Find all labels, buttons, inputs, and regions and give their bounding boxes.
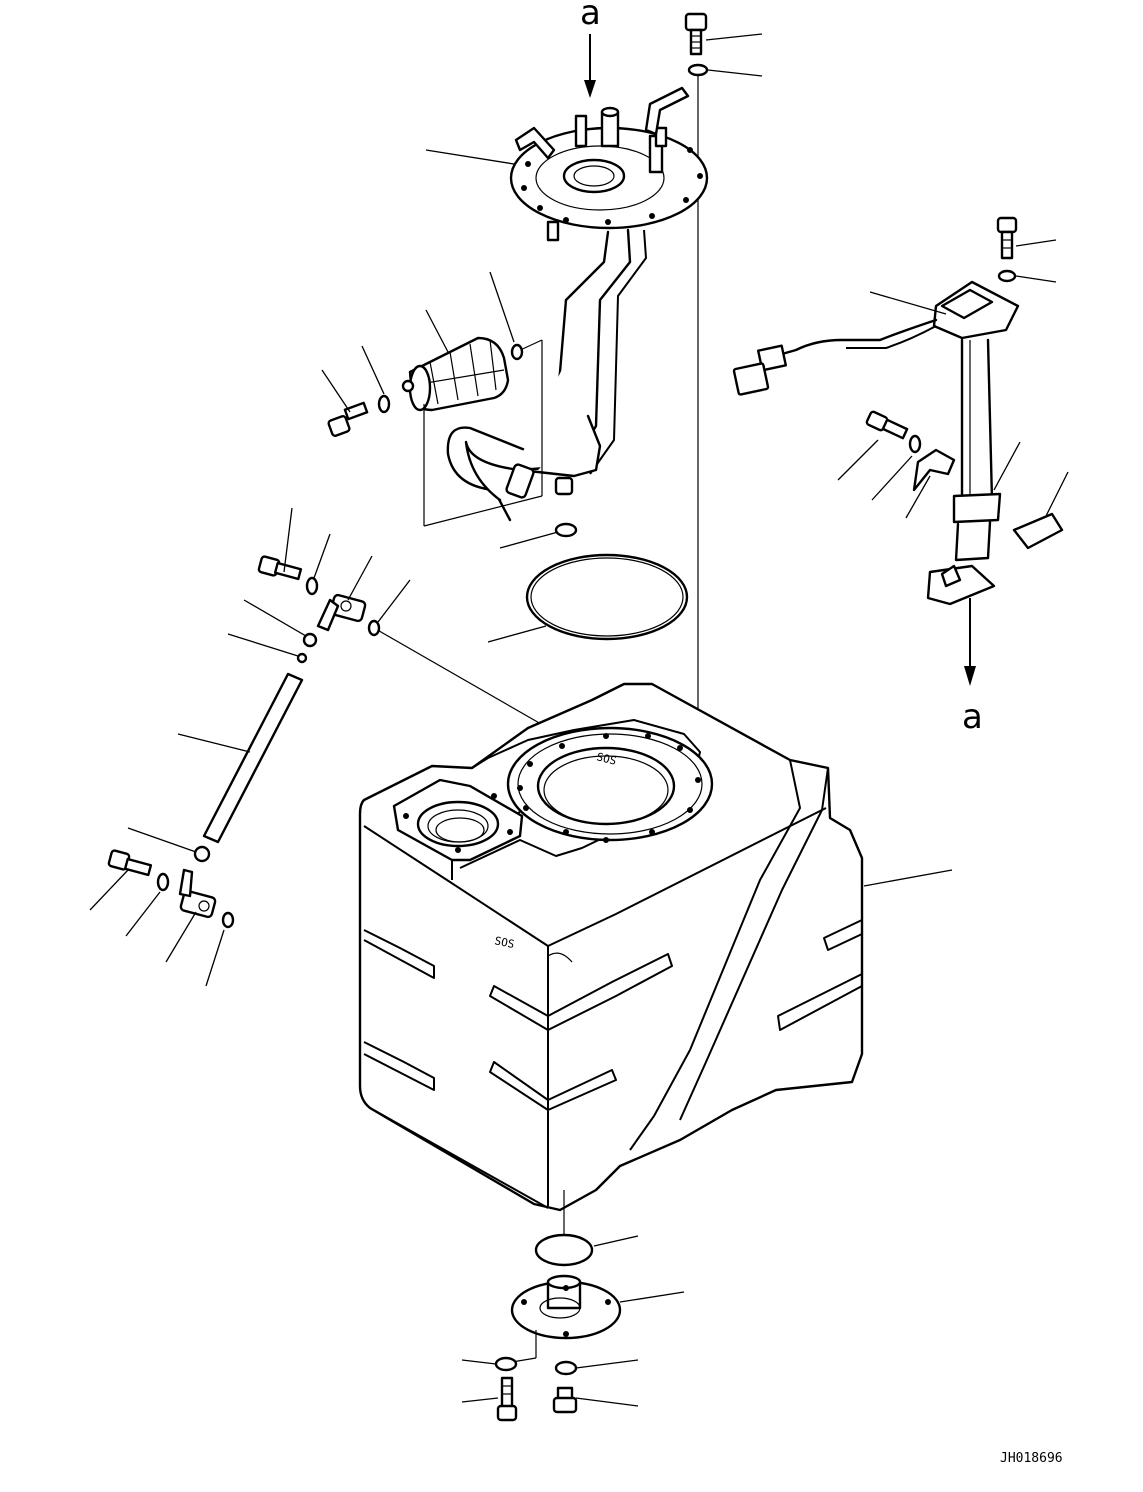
- view-ref-label-bottom: a: [962, 697, 983, 737]
- bolt-clamp: [865, 410, 909, 440]
- drain-hose: [202, 672, 304, 844]
- drain-o-ring: [534, 1233, 594, 1267]
- washer-strainer: [377, 394, 391, 414]
- elbow-fitting-upper: [316, 593, 367, 632]
- view-arrow-top: a: [580, 0, 601, 98]
- fuel-strainer: [401, 336, 510, 412]
- bolt-bottom: [496, 1376, 518, 1422]
- tank-marking-top: SOS: [595, 750, 617, 767]
- tank-marking-front: SOS: [493, 934, 515, 951]
- drawing-number: JH018696: [1000, 1451, 1063, 1466]
- washer-left-upper: [305, 576, 319, 596]
- clamp-bracket: [912, 448, 956, 492]
- washer-top: [687, 63, 709, 77]
- drain-plug: [552, 1386, 578, 1414]
- clamp-band: [1012, 512, 1064, 550]
- bolt-gauge: [996, 216, 1018, 260]
- check-ball: [296, 652, 308, 664]
- drain-plate: [510, 1274, 622, 1340]
- hose-clamp-lower: [193, 845, 211, 863]
- o-ring-small-1: [510, 343, 524, 361]
- o-ring-left-lower: [221, 911, 235, 929]
- o-ring-left-upper: [367, 619, 381, 637]
- flange-gasket: [525, 553, 689, 641]
- fuel-suction-flange: [446, 86, 709, 522]
- view-arrow-bottom: a: [962, 598, 983, 737]
- bolt-left-lower: [107, 849, 153, 877]
- washer-gauge: [997, 269, 1017, 283]
- fuel-tank: [358, 682, 864, 1212]
- hose-clamp-upper: [302, 632, 318, 648]
- fuel-level-gauge: [732, 280, 1020, 606]
- washer-clamp: [908, 434, 922, 454]
- o-ring-small-2: [554, 522, 578, 538]
- elbow-fitting-lower: [178, 868, 217, 919]
- view-ref-label-top: a: [580, 0, 601, 33]
- bolt-left-upper: [257, 555, 303, 581]
- bolt-strainer: [327, 401, 369, 437]
- washer-left-lower: [156, 872, 170, 892]
- bolt-top: [684, 12, 708, 56]
- washer-bottom: [494, 1356, 518, 1372]
- o-ring-bottom: [554, 1360, 578, 1376]
